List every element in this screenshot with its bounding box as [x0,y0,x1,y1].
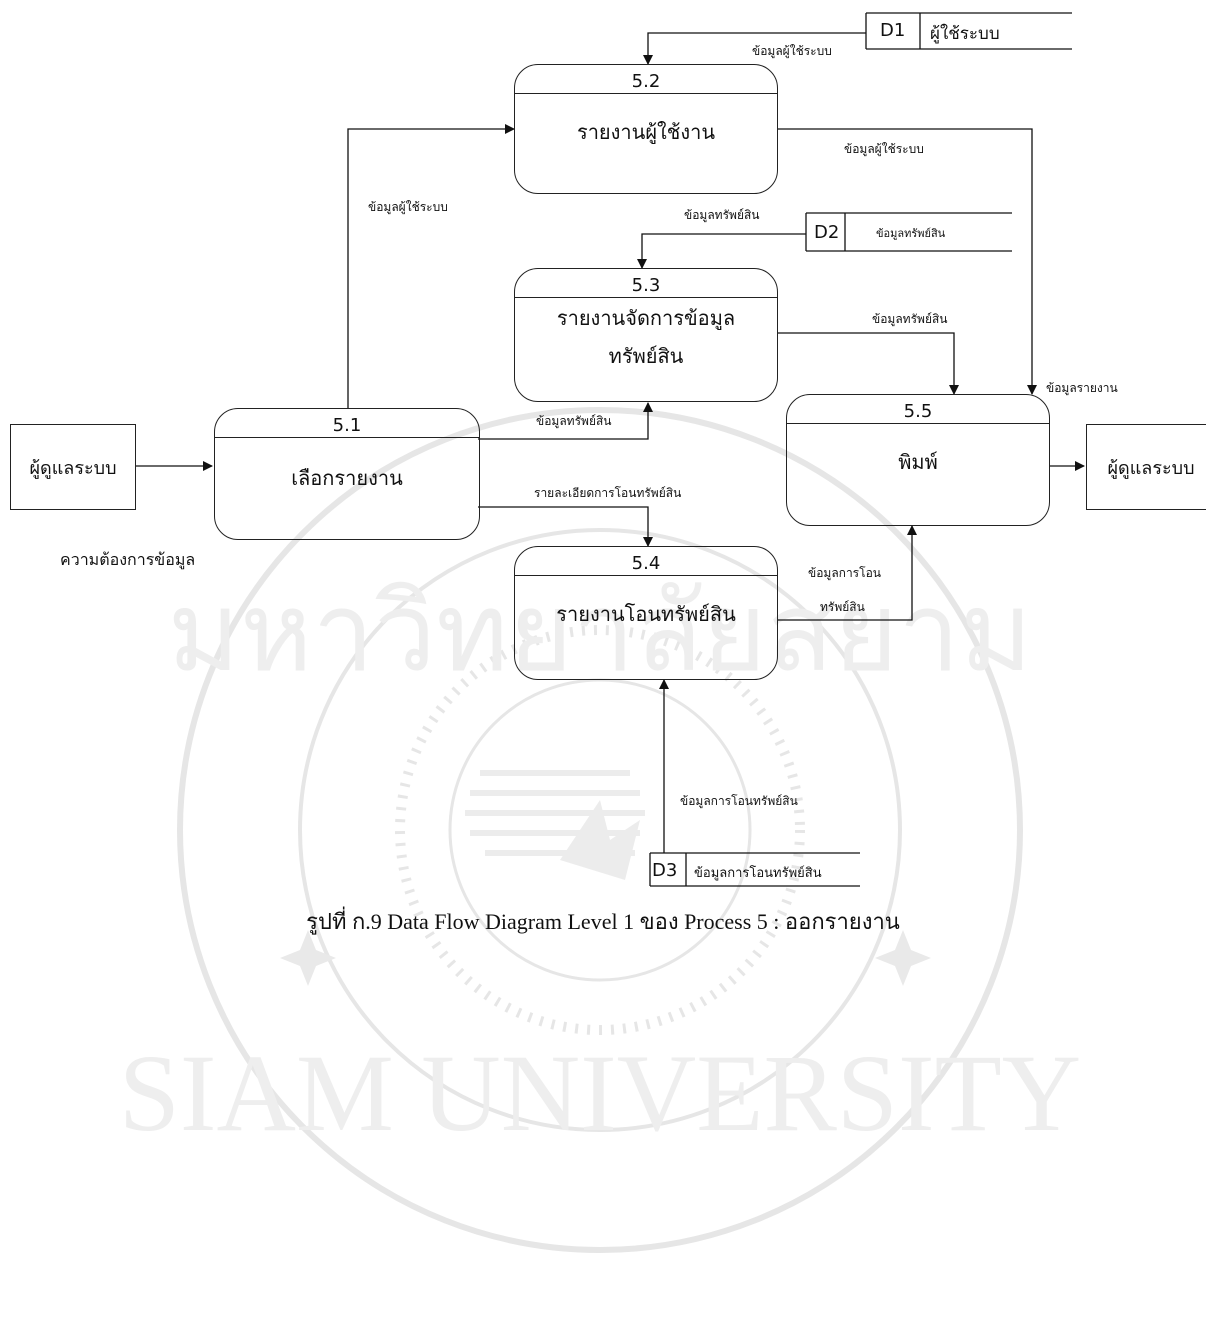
watermark-bottom-text: SIAM UNIVERSITY [119,1032,1082,1154]
process-5-2: 5.2 รายงานผู้ใช้งาน [514,64,778,194]
external-entity-admin-sink: ผู้ดูแลระบบ [1086,424,1206,510]
external-entity-label: ผู้ดูแลระบบ [29,457,117,479]
data-store-d2-name: ข้อมูลทรัพย์สิน [876,227,946,240]
flow-label-d1-to-5-2: ข้อมูลผู้ใช้ระบบ [752,44,832,58]
data-store-d2-id: D2 [814,222,840,243]
process-id: 5.4 [515,547,777,576]
flow-label-5-1-to-5-3: ข้อมูลทรัพย์สิน [536,414,612,428]
flow-label-5-4-to-5-5-line-2: ทรัพย์สิน [820,600,865,614]
flow-label-5-4-to-5-5-line-1: ข้อมูลการโอน [808,566,881,580]
flow-label-5-1-to-5-2: ข้อมูลผู้ใช้ระบบ [368,200,448,214]
flow-label-report-to-5-5: ข้อมูลรายงาน [1046,381,1118,395]
process-name: รายงานโอนทรัพย์สิน [556,602,736,626]
process-name-line-1: รายงานจัดการข้อมูล [556,306,736,330]
process-5-4: 5.4 รายงานโอนทรัพย์สิน [514,546,778,680]
process-id: 5.1 [215,409,479,438]
data-store-d1-name: ผู้ใช้ระบบ [930,24,1000,44]
watermark-top-text: มหาวิทยาลัยสยาม [167,568,1032,696]
flow-label-d3-to-5-4: ข้อมูลการโอนทรัพย์สิน [680,794,798,808]
flow-label-5-3-to-5-5: ข้อมูลทรัพย์สิน [872,312,948,326]
data-store-d3-name: ข้อมูลการโอนทรัพย์สิน [694,866,822,881]
process-id: 5.2 [515,65,777,94]
process-id: 5.3 [515,269,777,298]
data-store-d3-id: D3 [652,860,678,881]
flow-label-5-2-to-5-5: ข้อมูลผู้ใช้ระบบ [844,142,924,156]
process-name-line-2: ทรัพย์สิน [608,344,684,368]
process-name: พิมพ์ [898,450,938,474]
process-id: 5.5 [787,395,1049,424]
process-5-5: 5.5 พิมพ์ [786,394,1050,526]
process-name: รายงานผู้ใช้งาน [576,120,716,144]
external-entity-admin-source: ผู้ดูแลระบบ [10,424,136,510]
data-store-d1-id: D1 [880,20,906,41]
process-name: เลือกรายงาน [291,466,403,490]
source-flow-label: ความต้องการข้อมูล [60,550,196,569]
external-entity-label: ผู้ดูแลระบบ [1107,457,1195,479]
process-5-1: 5.1 เลือกรายงาน [214,408,480,540]
process-5-3: 5.3 รายงานจัดการข้อมูล ทรัพย์สิน [514,268,778,402]
figure-caption: รูปที่ ก.9 Data Flow Diagram Level 1 ของ… [306,909,900,934]
flow-label-d2-to-5-3: ข้อมูลทรัพย์สิน [684,208,760,222]
flow-label-5-1-to-5-4: รายละเอียดการโอนทรัพย์สิน [534,486,682,500]
